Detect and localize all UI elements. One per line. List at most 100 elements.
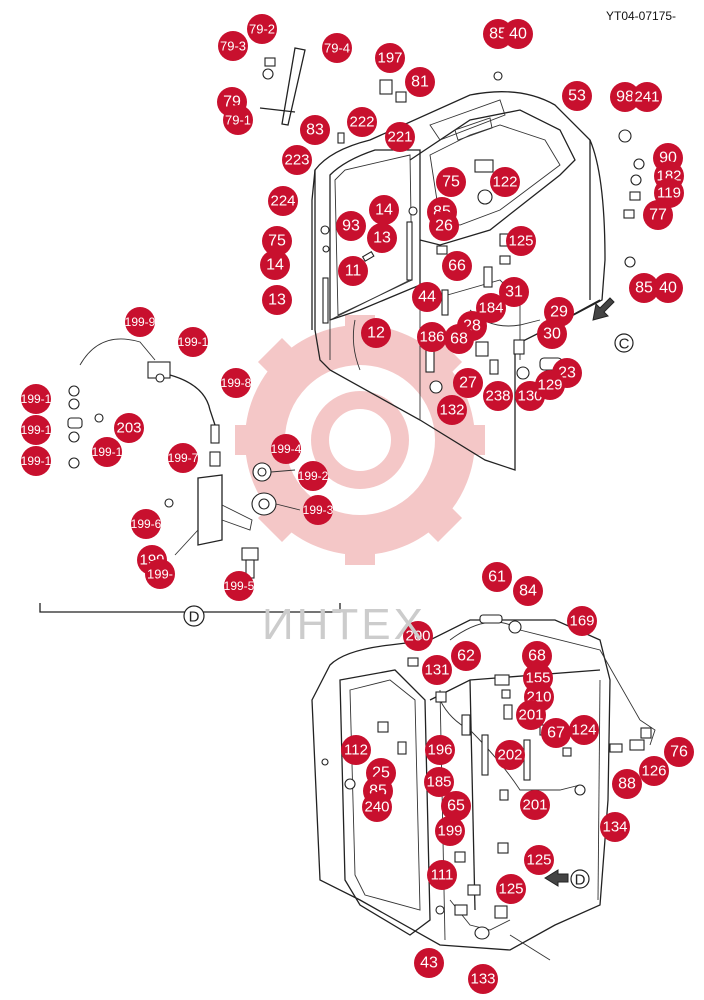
- callout-balloon: [224, 571, 254, 601]
- callout-label: 221: [387, 129, 412, 146]
- callout-label: 111: [431, 867, 454, 884]
- callout-label: 130: [517, 388, 542, 405]
- callout-76: 76: [664, 737, 694, 767]
- callout-label: 66: [448, 258, 466, 275]
- callout-balloon: [247, 14, 277, 44]
- callout-199-y: 199-: [145, 559, 175, 589]
- callout-label: 76: [670, 744, 688, 761]
- callout-199-8: 199-8: [221, 368, 252, 398]
- callout-label: 184: [478, 300, 503, 317]
- callout-label: 13: [373, 230, 391, 247]
- callout-balloon: [412, 282, 442, 312]
- callout-67: 67: [541, 718, 571, 748]
- callout-111: 111: [427, 860, 457, 890]
- callout-199z: 199: [435, 816, 465, 846]
- callout-label: 79-2: [249, 22, 275, 37]
- callout-131: 131: [422, 655, 452, 685]
- callout-balloon: [444, 324, 474, 354]
- callout-label: 31: [505, 284, 523, 301]
- callout-balloon: [503, 19, 533, 49]
- callout-balloon: [506, 226, 536, 256]
- callout-199-6: 199-6: [131, 509, 162, 539]
- callout-202: 202: [495, 740, 525, 770]
- callout-balloon: [424, 767, 454, 797]
- callout-199-7: 199-7: [168, 443, 199, 473]
- callout-label: 199-1: [21, 454, 52, 468]
- callout-label: 197: [377, 50, 402, 67]
- callout-balloon: [336, 211, 366, 241]
- callout-balloon: [476, 293, 506, 323]
- callout-40b: 40: [653, 273, 683, 303]
- callout-label: 199: [437, 823, 462, 840]
- callout-label: 13: [268, 292, 286, 309]
- callout-label: 79-4: [324, 41, 350, 56]
- callout-label: 44: [418, 289, 436, 306]
- callout-201a: 201: [516, 700, 546, 730]
- callout-199-1c: 199-1: [21, 415, 52, 445]
- callout-balloon: [516, 700, 546, 730]
- cab-top-assembly: C: [259, 47, 645, 471]
- callout-40a: 40: [503, 19, 533, 49]
- callout-balloon: [262, 226, 292, 256]
- callout-label: 119: [657, 185, 681, 202]
- callout-balloon: [632, 82, 662, 112]
- callout-label: 124: [571, 722, 596, 739]
- callout-85c: 85: [629, 273, 659, 303]
- callout-balloon: [643, 200, 673, 230]
- callout-186: 186: [417, 322, 447, 352]
- callout-balloon: [271, 434, 301, 464]
- callout-balloon: [21, 415, 51, 445]
- callout-label: 169: [569, 613, 594, 630]
- callout-balloon: [218, 31, 248, 61]
- callout-label: 29: [550, 304, 568, 321]
- callout-label: 40: [509, 26, 527, 43]
- callout-balloon: [131, 509, 161, 539]
- callout-75b: 75: [262, 226, 292, 256]
- callout-240: 240: [362, 792, 392, 822]
- callout-label: 40: [659, 280, 677, 297]
- callout-label: 67: [547, 725, 565, 742]
- callout-label: 196: [427, 742, 452, 759]
- callout-125b: 125: [524, 845, 554, 875]
- callout-label: 79-3: [220, 39, 246, 54]
- callout-126: 126: [639, 756, 669, 786]
- callout-label: 186: [419, 329, 444, 346]
- callout-balloon: [223, 105, 253, 135]
- callout-label: 199-1: [21, 392, 52, 406]
- callout-balloon: [482, 562, 512, 592]
- callout-label: 112: [344, 742, 368, 759]
- callout-label: 185: [426, 774, 451, 791]
- callout-label: 83: [306, 122, 324, 139]
- callout-balloon: [567, 606, 597, 636]
- callout-199-5: 199-5: [224, 571, 255, 601]
- callout-79-2: 79-2: [247, 14, 277, 44]
- callout-balloon: [664, 737, 694, 767]
- callout-label: 223: [284, 152, 309, 169]
- callout-balloon: [405, 67, 435, 97]
- callout-balloon: [435, 816, 465, 846]
- callout-balloon: [629, 273, 659, 303]
- callout-133: 133: [468, 964, 498, 994]
- callout-199-9: 199-9: [125, 307, 156, 337]
- callout-12: 12: [361, 318, 391, 348]
- callout-balloon: [375, 43, 405, 73]
- callout-balloon: [298, 461, 328, 491]
- callout-label: 199-5: [224, 579, 255, 593]
- callout-balloon: [341, 735, 371, 765]
- callout-label: 202: [497, 747, 522, 764]
- callout-balloon: [495, 740, 525, 770]
- callout-balloon: [178, 327, 208, 357]
- detail-d-assembly: D: [39, 338, 341, 627]
- callout-balloon: [524, 845, 554, 875]
- callout-label: 132: [439, 402, 464, 419]
- watermark-gear: [235, 315, 485, 565]
- callout-label: 84: [519, 583, 537, 600]
- detail-d-label: D: [183, 605, 205, 627]
- callout-14a: 14: [369, 195, 399, 225]
- callout-44: 44: [412, 282, 442, 312]
- callout-label: 199-1: [178, 335, 209, 349]
- callout-199-2: 199-2: [298, 461, 329, 491]
- callout-79-3: 79-3: [218, 31, 248, 61]
- callout-label: 200: [405, 628, 430, 645]
